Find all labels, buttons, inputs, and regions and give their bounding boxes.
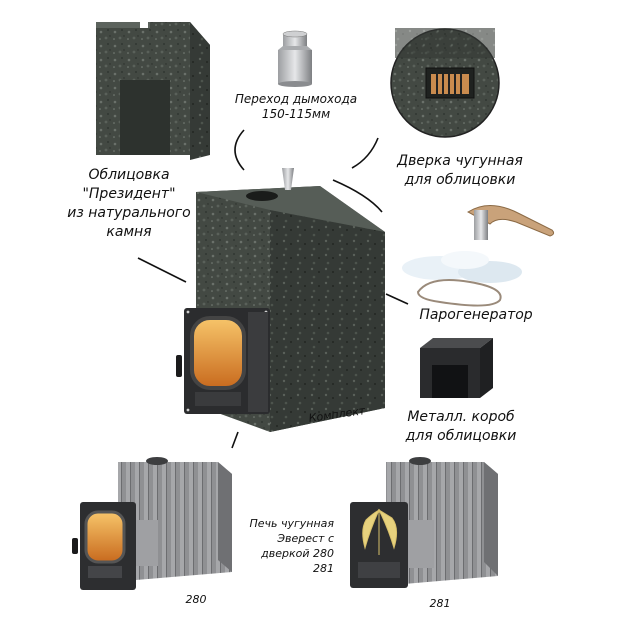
chimney-label: Переход дымохода 150-115мм bbox=[226, 92, 366, 122]
stove-label: Печь чугунная Эверест с дверкой 280 281 bbox=[238, 516, 334, 576]
model-280-label: 280 bbox=[185, 593, 207, 606]
leader-lines bbox=[137, 129, 409, 449]
steam-label-line1: Парогенератор bbox=[419, 307, 533, 323]
model-281-label: 281 bbox=[429, 597, 451, 610]
steam-label: Парогенератор bbox=[408, 306, 544, 325]
stove-label-line3: дверкой 280 bbox=[261, 547, 334, 560]
door-label: Дверка чугунная для облицовки bbox=[390, 152, 530, 190]
main-stone-stove bbox=[176, 168, 385, 432]
iron-stove-280 bbox=[72, 457, 232, 590]
metal-box-icon bbox=[420, 338, 493, 398]
cladding-label-line1: Облицовка bbox=[88, 167, 170, 183]
iron-stove-281 bbox=[350, 457, 498, 588]
stove-label-line4: 281 bbox=[313, 562, 334, 575]
steam-generator-icon bbox=[402, 205, 555, 307]
door-label-line1: Дверка чугунная bbox=[397, 153, 523, 169]
stove-label-line1: Печь чугунная bbox=[249, 517, 334, 530]
box-label-line1: Металл. короб bbox=[407, 409, 515, 425]
cladding-label-line2: "Президент" bbox=[82, 186, 176, 202]
box-label: Металл. короб для облицовки bbox=[396, 408, 526, 446]
cladding-label: Облицовка "Президент" из натурального ка… bbox=[64, 166, 194, 242]
stove-label-line2: Эверест с bbox=[277, 532, 334, 545]
chimney-adapter-icon bbox=[278, 30, 312, 87]
cladding-label-line3: из натурального bbox=[67, 205, 191, 221]
door-detail-circle bbox=[390, 28, 500, 138]
chimney-label-line1: Переход дымохода bbox=[234, 92, 358, 106]
cladding-thumbnail bbox=[96, 22, 210, 160]
cladding-label-line4: камня bbox=[106, 224, 152, 240]
box-label-line2: для облицовки bbox=[405, 428, 517, 444]
chimney-label-line2: 150-115мм bbox=[261, 107, 331, 121]
door-label-line2: для облицовки bbox=[404, 172, 516, 188]
